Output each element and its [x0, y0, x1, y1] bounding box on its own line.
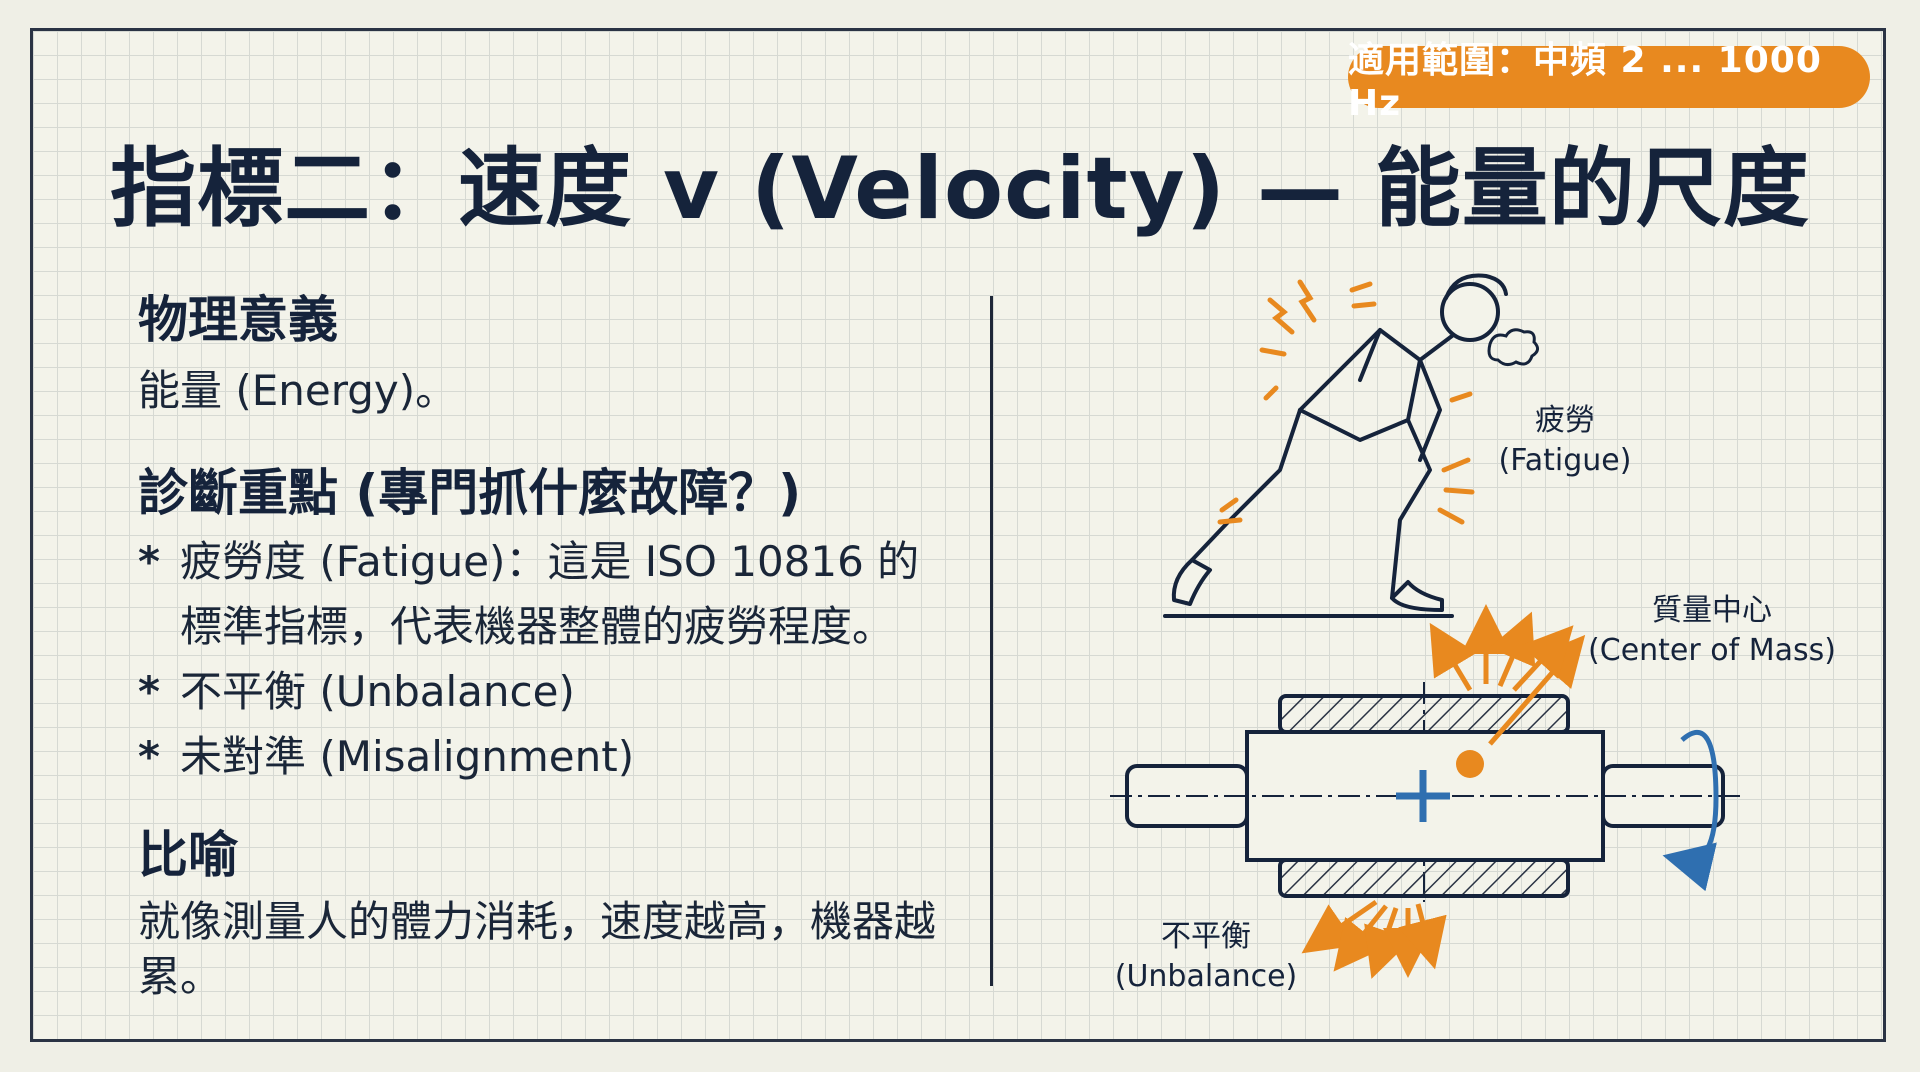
list-item-line: 標準指標，代表機器整體的疲勞程度。: [180, 601, 895, 651]
fatigue-label-zh: 疲勞: [1535, 403, 1595, 438]
list-item: * 疲勞度 (Fatigue)：這是 ISO 10816 的 標準指標，代表機器…: [138, 529, 978, 659]
asterisk-icon: *: [138, 666, 160, 716]
fatigue-spark-icon: [1217, 279, 1475, 525]
rotor-diagram: [1110, 634, 1740, 902]
page-title: 指標二：速度 v (Velocity) — 能量的尺度: [110, 139, 1810, 239]
meaning-text: 能量 (Energy)。: [138, 366, 458, 415]
tired-runner-illustration: [1163, 273, 1508, 618]
metaphor-text: 就像測量人的體力消耗，速度越高，機器越累。: [138, 896, 937, 1001]
vertical-divider: [990, 296, 993, 986]
unbalance-label-en: (Unbalance): [1115, 959, 1298, 994]
left-content: 物理意義 能量 (Energy)。 診斷重點 (專門抓什麼故障？) * 疲勞度 …: [138, 290, 978, 1004]
vibration-arrows-top: [1429, 604, 1574, 692]
asterisk-icon: *: [138, 536, 160, 586]
list-item-line: 疲勞度 (Fatigue)：這是 ISO 10816 的: [180, 536, 920, 586]
center-of-mass-dot: [1456, 750, 1484, 778]
rotation-arrow-icon: [1662, 729, 1719, 892]
list-item: * 未對準 (Misalignment): [138, 724, 978, 789]
list-item-text: 疲勞度 (Fatigue)：這是 ISO 10816 的 標準指標，代表機器整體…: [180, 529, 919, 659]
grid-sheet: [30, 28, 1886, 1042]
list-item-text: 不平衡 (Unbalance): [180, 666, 575, 716]
vibration-arrows-bottom: [1301, 899, 1447, 979]
asterisk-icon: *: [138, 731, 160, 781]
diagnosis-list: * 疲勞度 (Fatigue)：這是 ISO 10816 的 標準指標，代表機器…: [138, 529, 978, 789]
list-item: * 不平衡 (Unbalance): [138, 659, 978, 724]
mass-label-en: (Center of Mass): [1588, 633, 1836, 668]
list-item-text: 未對準 (Misalignment): [180, 731, 635, 781]
fatigue-label-en: (Fatigue): [1499, 443, 1632, 478]
metaphor-heading: 比喻: [138, 825, 238, 884]
mass-label-zh: 質量中心: [1652, 593, 1772, 628]
meaning-heading: 物理意義: [138, 291, 338, 349]
breath-icon: [1487, 328, 1539, 367]
diagnosis-heading: 診斷重點 (專門抓什麼故障？): [138, 463, 802, 522]
unbalance-label-zh: 不平衡: [1161, 919, 1251, 954]
